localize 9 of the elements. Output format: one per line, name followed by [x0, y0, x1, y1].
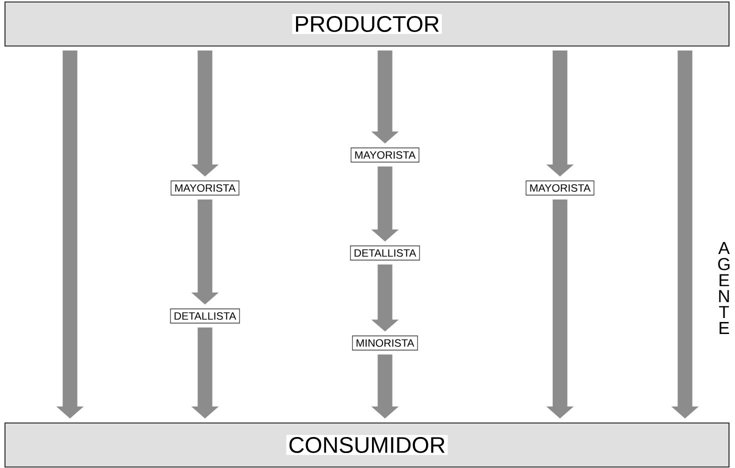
process-box: DETALLISTA	[350, 246, 420, 260]
vertical-label: AGENTE	[718, 242, 730, 334]
band: CONSUMIDOR	[4, 422, 730, 468]
process-box: MAYORISTA	[526, 180, 594, 196]
band: PRODUCTOR	[4, 1, 730, 47]
process-box: MAYORISTA	[350, 148, 420, 162]
process-box: DETALLISTA	[170, 308, 240, 324]
process-box: MAYORISTA	[170, 180, 240, 196]
process-box: MINORISTA	[352, 336, 418, 350]
